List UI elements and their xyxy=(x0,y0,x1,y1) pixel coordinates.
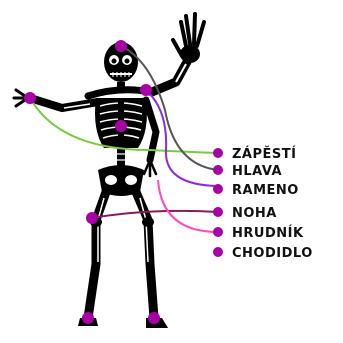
label-dot[interactable] xyxy=(213,165,223,175)
label-dot[interactable] xyxy=(213,184,223,194)
marker-wrist[interactable] xyxy=(24,92,36,104)
connector-hrudnik xyxy=(158,180,218,232)
label-item-hrudnik[interactable]: HRUDNÍK xyxy=(213,225,304,241)
marker-knee[interactable] xyxy=(86,212,98,224)
marker-chest[interactable] xyxy=(115,120,127,132)
label-text: NOHA xyxy=(232,206,277,221)
label-dot[interactable] xyxy=(213,227,223,237)
skeleton-figure xyxy=(14,14,204,328)
label-item-zapesti[interactable]: ZÁPĚSTÍ xyxy=(213,146,296,162)
hanging-hand xyxy=(144,160,156,176)
label-text: ZÁPĚSTÍ xyxy=(232,146,296,162)
label-text: HLAVA xyxy=(232,164,282,179)
marker-shoulder[interactable] xyxy=(140,84,152,96)
right-knee xyxy=(142,217,154,227)
marker-head[interactable] xyxy=(115,40,127,52)
marker-right-foot[interactable] xyxy=(148,312,160,324)
label-dot[interactable] xyxy=(213,207,223,217)
label-item-noha[interactable]: NOHA xyxy=(213,206,277,221)
connector-noha xyxy=(92,211,218,218)
label-item-rameno[interactable]: RAMENO xyxy=(213,183,299,198)
label-text: HRUDNÍK xyxy=(232,225,304,241)
label-item-hlava[interactable]: HLAVA xyxy=(213,164,282,179)
label-text: CHODIDLO xyxy=(232,246,313,261)
extended-arm xyxy=(30,98,98,108)
marker-left-foot[interactable] xyxy=(82,312,94,324)
label-item-chodidlo[interactable]: CHODIDLO xyxy=(213,246,313,261)
left-leg xyxy=(88,192,106,318)
label-dot[interactable] xyxy=(213,247,223,257)
label-text: RAMENO xyxy=(232,183,299,198)
label-list: ZÁPĚSTÍ HLAVA RAMENO NOHA HRUDNÍK CHODID… xyxy=(213,146,313,261)
label-dot[interactable] xyxy=(213,148,223,158)
